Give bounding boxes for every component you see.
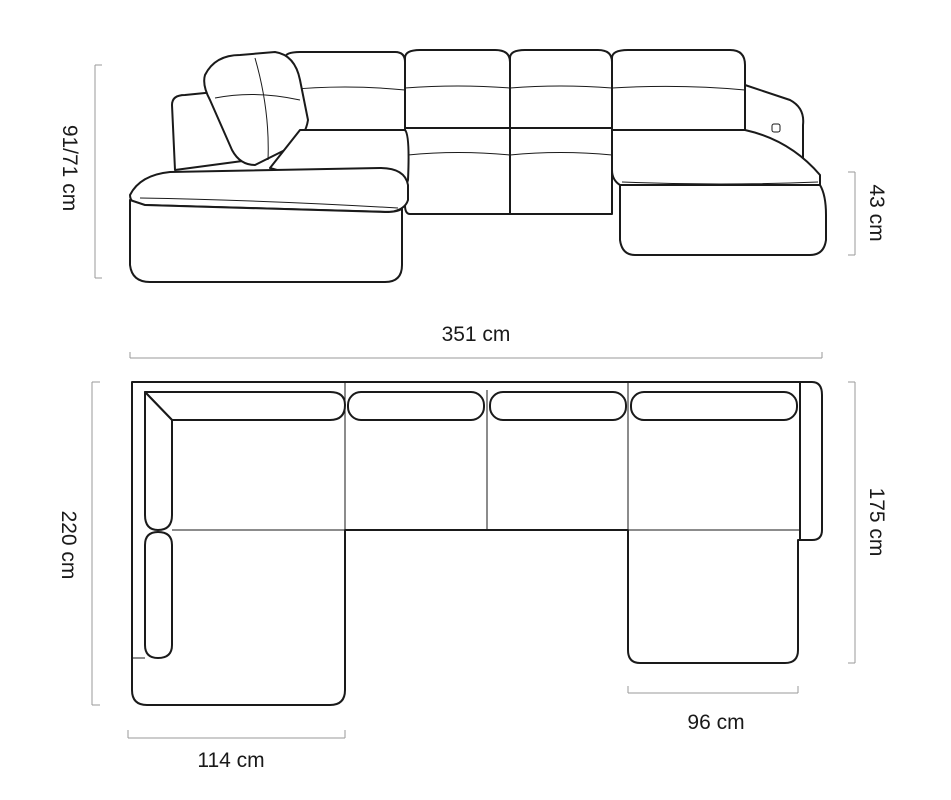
back-cushion-top-3 [630, 391, 798, 421]
top-view [131, 381, 823, 706]
left-width-label: 114 cm [197, 749, 264, 772]
back-cushion-top-1 [347, 391, 485, 421]
seat-middle-2 [509, 127, 613, 215]
seat-middle-1 [404, 127, 511, 215]
back-cushion-top-2 [489, 391, 627, 421]
left-chaise-base [129, 199, 403, 283]
right-chaise-base [619, 184, 827, 256]
right-depth-label: 175 cm [865, 488, 888, 557]
front-height-label: 91/71 cm [58, 125, 81, 211]
sofa-outline [131, 381, 801, 706]
right-chaise-cushion [611, 129, 821, 186]
left-side-cushion-1 [144, 391, 173, 531]
right-armrest [799, 381, 823, 541]
left-side-cushion-2 [144, 531, 173, 659]
back-cushion-2 [404, 49, 511, 131]
back-cushion-3 [509, 49, 613, 131]
back-cushion-4 [611, 49, 746, 131]
total-width-label: 351 cm [442, 323, 511, 346]
left-depth-label: 220 cm [57, 511, 80, 580]
seat-height-label: 43 cm [865, 184, 888, 241]
front-view [129, 49, 827, 283]
chaise-width-label: 96 cm [687, 711, 744, 734]
left-back-cushion [144, 391, 346, 421]
control-button-icon [771, 123, 781, 133]
dimension-lines [91, 64, 856, 739]
